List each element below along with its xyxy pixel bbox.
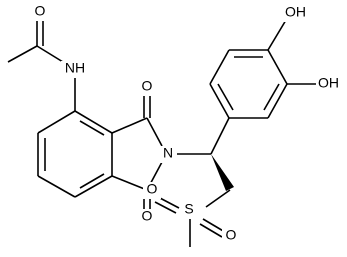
atom-label-amide-nh: NH bbox=[65, 60, 85, 76]
atom-label-acetyl-oxygen: O bbox=[35, 3, 46, 19]
atom-label-para-hydroxyl: OH bbox=[285, 4, 306, 20]
bond-aryl-c6-c1 bbox=[209, 83, 230, 119]
atom-label-imide-nitrogen: N bbox=[163, 145, 173, 161]
atom-label-layer: O NH O N O OH OH S O O bbox=[31, 3, 344, 245]
bond-ring-inner-c4-c3a bbox=[79, 120, 105, 136]
atom-label-upper-carbonyl-oxygen: O bbox=[142, 78, 153, 94]
atom-label-lower-carbonyl-oxygen: O bbox=[142, 208, 153, 224]
atom-label-sulfonyl-oxygen-right: O bbox=[226, 227, 237, 243]
bond-aryl-para-oh bbox=[267, 19, 287, 51]
bond-upper-carbonyl-n bbox=[146, 117, 163, 147]
bond-aryl-c5-c6 bbox=[209, 49, 230, 85]
atom-label-sulfur: S bbox=[184, 201, 193, 217]
bond-c7a-lower-carbonyl bbox=[111, 175, 148, 191]
bond-methylene-sulfur bbox=[205, 189, 231, 208]
bond-carbonyl-nh bbox=[36, 45, 64, 63]
bond-ring-c4-c3a bbox=[74, 110, 113, 134]
atom-label-meta-hydroxyl: OH bbox=[318, 75, 339, 91]
bond-aryl-c2-c3 bbox=[267, 83, 288, 119]
stereo-wedge-bond bbox=[211, 154, 234, 191]
bond-ring-c7-c6 bbox=[37, 175, 76, 198]
bond-aryl-c3-c4 bbox=[267, 49, 288, 85]
bond-aryl-inner-c6-c1 bbox=[217, 83, 234, 111]
atom-label-sulfonyl-oxygen-left: O bbox=[147, 181, 158, 197]
bond-c3a-upper-carbonyl bbox=[111, 117, 148, 134]
bond-ring-c7a-c7 bbox=[74, 175, 113, 198]
bond-methyl-carbonyl bbox=[7, 45, 38, 63]
bond-sulfur-o-left-1 bbox=[157, 196, 180, 209]
bond-layer bbox=[7, 16, 316, 247]
bond-chiral-carbon-aryl bbox=[210, 117, 230, 155]
bond-aryl-inner-c2-c3 bbox=[263, 83, 280, 111]
bond-sulfur-o-left-2 bbox=[154, 201, 177, 214]
bond-ring-inner-c7a-c7 bbox=[79, 173, 105, 189]
bond-ring-c5-c4 bbox=[37, 110, 76, 134]
bond-sulfur-o-right-1 bbox=[202, 218, 226, 233]
bond-sulfur-o-right-2 bbox=[199, 223, 223, 238]
